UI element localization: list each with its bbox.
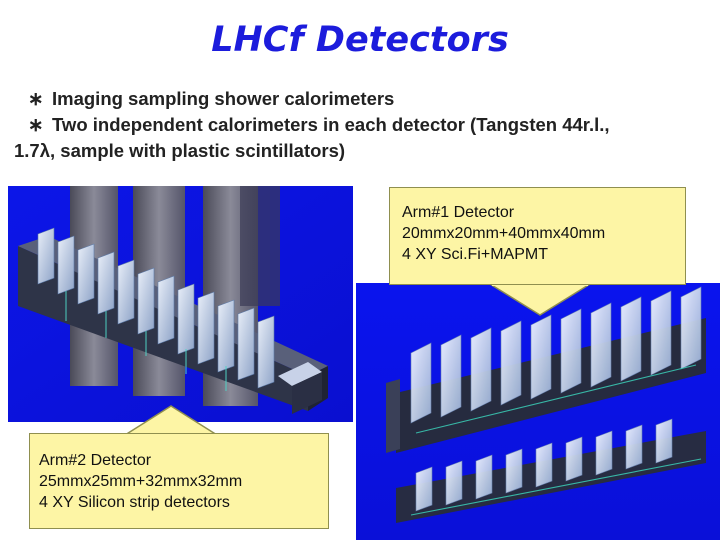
arm1-callout-pointer bbox=[490, 283, 590, 316]
arm1-callout-line: Arm#1 Detector bbox=[402, 204, 515, 221]
bullet-text-continuation: 1.7λ, sample with plastic scintillators) bbox=[14, 140, 346, 161]
arm1-detector-render bbox=[356, 283, 720, 540]
arm2-callout-pointer bbox=[125, 405, 217, 436]
arm2-callout-line: 25mmx25mm+32mmx32mm bbox=[39, 473, 243, 490]
arm1-detector-illustration bbox=[356, 283, 720, 540]
bullet-item: ∗ Imaging sampling shower calorimeters bbox=[28, 86, 708, 112]
arm1-callout-line: 20mmx20mm+40mmx40mm bbox=[402, 225, 606, 242]
arm1-callout: Arm#1 Detector 20mmx20mm+40mmx40mm 4 XY … bbox=[389, 187, 686, 285]
arm2-callout-line: 4 XY Silicon strip detectors bbox=[39, 494, 230, 511]
arm2-detector-render bbox=[8, 186, 353, 422]
bullet-item: ∗ Two independent calorimeters in each d… bbox=[14, 112, 708, 164]
bullet-list: ∗ Imaging sampling shower calorimeters ∗… bbox=[14, 86, 708, 164]
bullet-text: Two independent calorimeters in each det… bbox=[52, 114, 610, 135]
arm2-detector-illustration bbox=[8, 186, 353, 422]
asterisk-bullet-icon: ∗ bbox=[28, 114, 44, 135]
arm1-callout-line: 4 XY Sci.Fi+MAPMT bbox=[402, 246, 548, 263]
arm2-callout: Arm#2 Detector 25mmx25mm+32mmx32mm 4 XY … bbox=[29, 433, 329, 529]
bullet-text: Imaging sampling shower calorimeters bbox=[52, 88, 395, 109]
slide-title: LHCf Detectors bbox=[211, 20, 509, 60]
asterisk-bullet-icon: ∗ bbox=[28, 88, 44, 109]
arm2-callout-line: Arm#2 Detector bbox=[39, 452, 152, 469]
